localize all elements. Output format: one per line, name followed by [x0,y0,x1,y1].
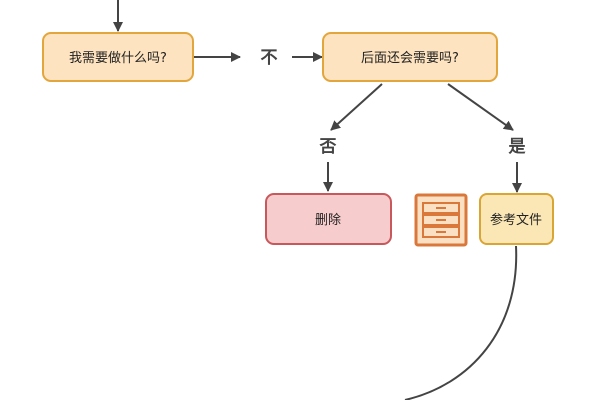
edge-later-to-yes [447,83,514,131]
node-question-later-box [322,32,498,82]
node-question-what-label: 我需要做什么吗? [69,51,167,66]
edge-label-no: 不 [261,48,278,68]
edge-label-yes: 是 [509,137,526,157]
node-question-later-label: 后面还会需要吗? [361,51,459,66]
node-delete-box [265,193,392,245]
node-question-later: 后面还会需要吗? [322,32,498,82]
node-question-what-box [42,32,194,82]
edge-reference-out [404,245,518,400]
file-cabinet-icon [414,193,468,247]
node-reference-box [479,193,554,245]
node-question-what: 我需要做什么吗? [42,32,194,82]
node-reference-label: 参考文件 [490,212,542,228]
node-delete-label: 删除 [315,213,341,228]
edge-label-deny: 否 [319,137,337,157]
node-reference: 参考文件 [479,193,554,245]
edge-later-to-deny [330,83,383,131]
node-delete: 删除 [265,193,392,245]
